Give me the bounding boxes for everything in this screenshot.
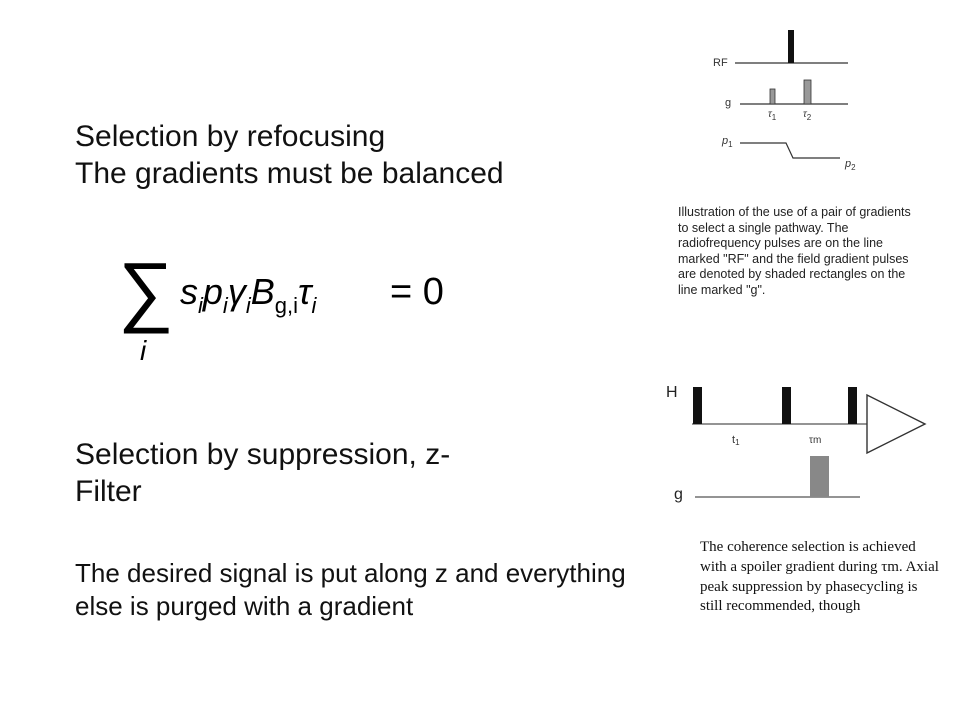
h-label: H: [666, 384, 678, 401]
g2-label: g: [674, 486, 683, 503]
tm-label: τm: [809, 435, 821, 446]
coherence-pathway: [740, 142, 840, 159]
heading-refocusing-line1: Selection by refocusing: [75, 120, 386, 153]
diagram-1-caption: Illustration of the use of a pair of gra…: [678, 205, 911, 297]
formula-equals: = 0: [390, 271, 444, 313]
body-text: The desired signal is put along z and ev…: [75, 558, 626, 621]
t1-label: t1: [732, 434, 740, 447]
p2-label: p2: [844, 158, 856, 172]
p1-label: p1: [721, 135, 733, 149]
pulse-sequence-diagram-2: H t1 τm g: [666, 384, 927, 503]
pulse-sequence-diagram-1: RF g τ1 τ2 p1 p2: [713, 30, 856, 172]
heading-refocusing-line2: The gradients must be balanced: [75, 157, 504, 190]
spoiler-gradient: [810, 456, 829, 497]
rf-pulse: [788, 30, 794, 63]
heading-suppression-line1: Selection by suppression, z-: [75, 438, 451, 471]
heading-refocusing: Selection by refocusing The gradients mu…: [75, 118, 504, 192]
balance-formula: ∑ i sipiγiBg,iτi = 0: [118, 246, 444, 366]
g-label: g: [725, 97, 731, 109]
heading-suppression-line2: Filter: [75, 475, 142, 508]
rf-label: RF: [713, 57, 728, 69]
acquisition-fid: [866, 393, 927, 455]
rf-pulse-3: [848, 387, 857, 424]
rf-pulse-2: [782, 387, 791, 424]
sum-index: i: [140, 335, 147, 366]
tau1-label: τ1: [768, 109, 777, 122]
rf-pulse-1: [693, 387, 702, 424]
heading-suppression: Selection by suppression, z- Filter: [75, 436, 635, 510]
formula-terms: sipiγiBg,iτi: [180, 271, 317, 318]
gradient-pulse-1: [769, 88, 776, 105]
diagram-2-caption: The coherence selection is achieved with…: [700, 539, 939, 615]
gradient-pulse-2: [803, 79, 812, 105]
sum-symbol: ∑: [118, 246, 174, 334]
tau2-label: τ2: [803, 109, 812, 122]
